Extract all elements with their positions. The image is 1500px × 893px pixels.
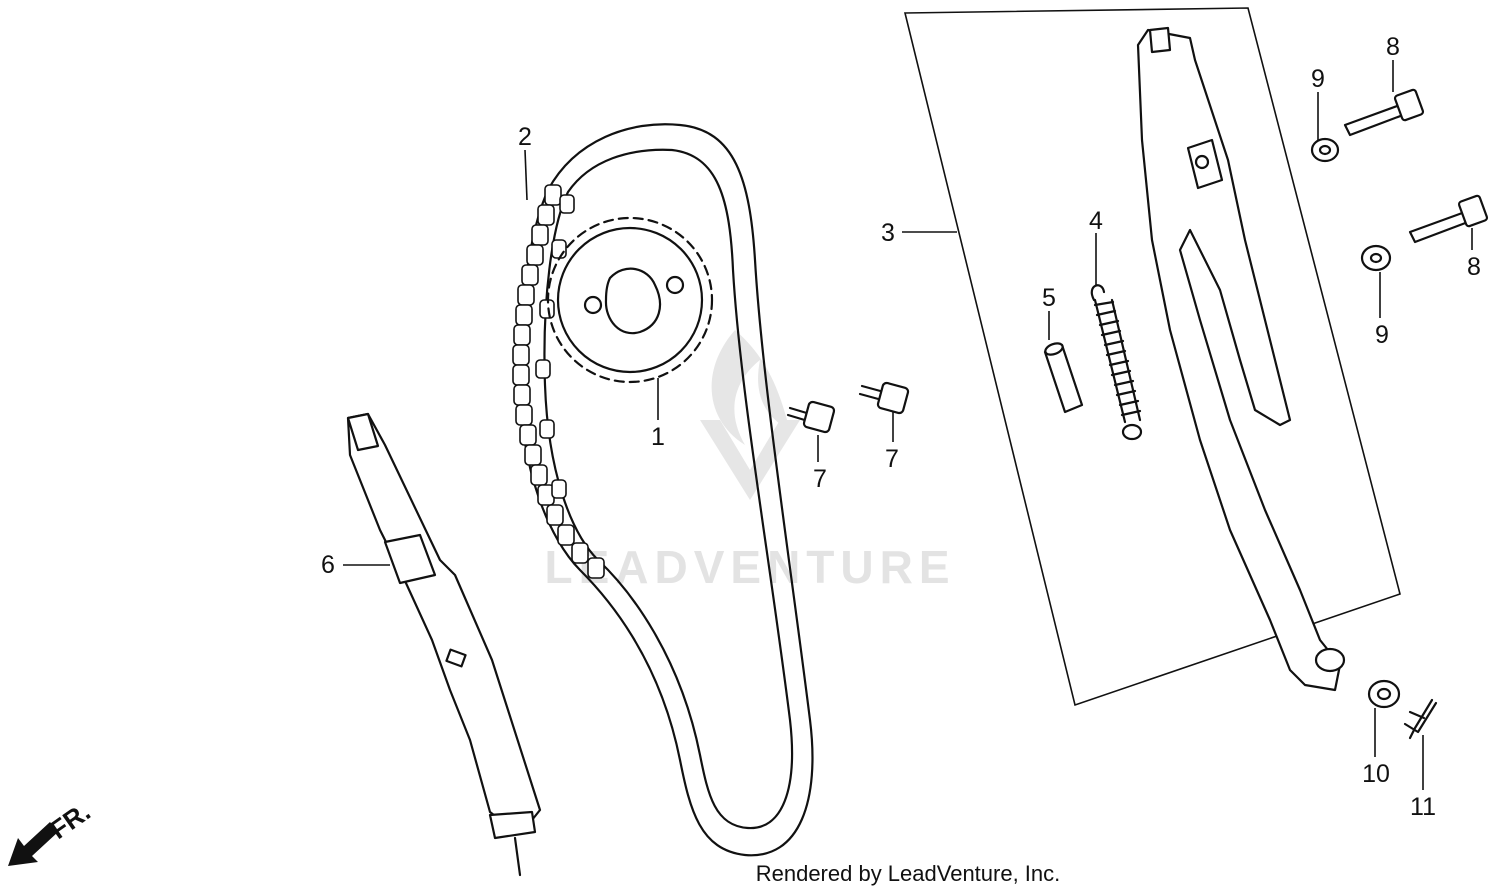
washer-10 — [1367, 679, 1401, 709]
callout-7-left: 7 — [813, 465, 827, 493]
callout-9-upper: 9 — [1311, 65, 1325, 93]
callout-7-right: 7 — [885, 445, 899, 473]
collar — [1043, 342, 1084, 414]
callout-5: 5 — [1042, 284, 1056, 312]
leader-lines — [343, 60, 1473, 790]
footer-credit: Rendered by LeadVenture, Inc. — [755, 861, 1061, 886]
bolt-8-lower — [1408, 194, 1489, 244]
assembly-frame — [903, 7, 1401, 707]
bolt-7-right — [858, 381, 910, 415]
watermark-text: LEADVENTURE — [544, 541, 955, 593]
watermark: LEADVENTURE — [544, 330, 955, 593]
washer-9-upper — [1310, 137, 1340, 163]
tensioner-arm — [1136, 26, 1346, 692]
callout-11: 11 — [1410, 793, 1436, 821]
direction-label: FR. — [44, 796, 96, 845]
callout-1: 1 — [651, 423, 665, 451]
chain-links — [512, 184, 605, 579]
bolt-8-upper — [1343, 88, 1425, 137]
chain-guide — [346, 412, 542, 877]
cam-sprocket — [546, 216, 714, 384]
tensioner-spring — [1090, 284, 1143, 441]
callout-2: 2 — [518, 123, 532, 151]
callout-3: 3 — [881, 219, 895, 247]
callout-8-lower: 8 — [1467, 253, 1481, 281]
callout-10: 10 — [1362, 760, 1390, 788]
callout-6: 6 — [321, 551, 335, 579]
clip-11 — [1403, 698, 1438, 740]
bolt-7-left — [786, 400, 836, 434]
footer-credit-row: Rendered by LeadVenture, Inc. — [0, 861, 1500, 887]
callout-9-lower: 9 — [1375, 321, 1389, 349]
cam-chain — [512, 123, 814, 857]
washer-9-lower — [1360, 244, 1392, 272]
front-direction-marker: FR. — [8, 796, 96, 866]
callout-8-upper: 8 — [1386, 33, 1400, 61]
direction-arrow-icon — [8, 822, 58, 866]
callout-4: 4 — [1089, 207, 1103, 235]
